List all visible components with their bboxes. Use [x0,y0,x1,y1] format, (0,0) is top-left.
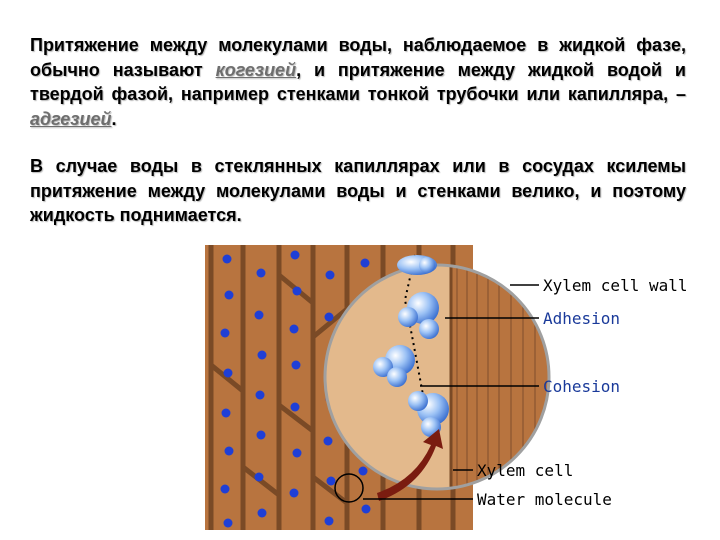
term-cohesion-link[interactable]: когезией [215,59,297,80]
label-xylem-cell-wall: Xylem cell wall [543,276,688,295]
paragraph1-text-after: . [111,108,117,129]
label-xylem-cell: Xylem cell [477,461,573,480]
paragraph-cohesion-adhesion: Притяжение между молекулами воды, наблюд… [30,33,686,131]
magnify-arrow [377,429,443,501]
paragraph2-text: В случае воды в стеклянных капиллярах ил… [30,156,686,225]
water-molecule-cluster-2 [398,292,439,339]
molecule-highlight-circle [334,473,364,503]
magnified-view [323,254,551,491]
paragraph1-text-before: Притяжение между молекулами воды, наблюд… [30,35,686,80]
paragraph-capillary-rise: В случае воды в стеклянных капиллярах ил… [30,154,686,228]
term-adhesion-link[interactable]: адгезией [30,108,112,129]
label-cohesion: Cohesion [543,377,620,396]
water-molecule-cluster-3 [373,345,415,387]
water-molecules-in-xylem [220,250,371,528]
xylem-water-figure: Xylem cell wall Adhesion Cohesion Xylem … [205,245,688,530]
water-molecule-cluster-4 [408,391,449,437]
label-water-molecule: Water molecule [477,490,612,509]
label-adhesion: Adhesion [543,309,620,328]
water-molecule-cluster-1 [397,255,437,275]
paragraph1-text-middle: , и притяжение между жидкой водой и твер… [30,59,686,105]
hydrogen-bond-chain [403,254,428,426]
label-leader-lines [363,284,539,500]
